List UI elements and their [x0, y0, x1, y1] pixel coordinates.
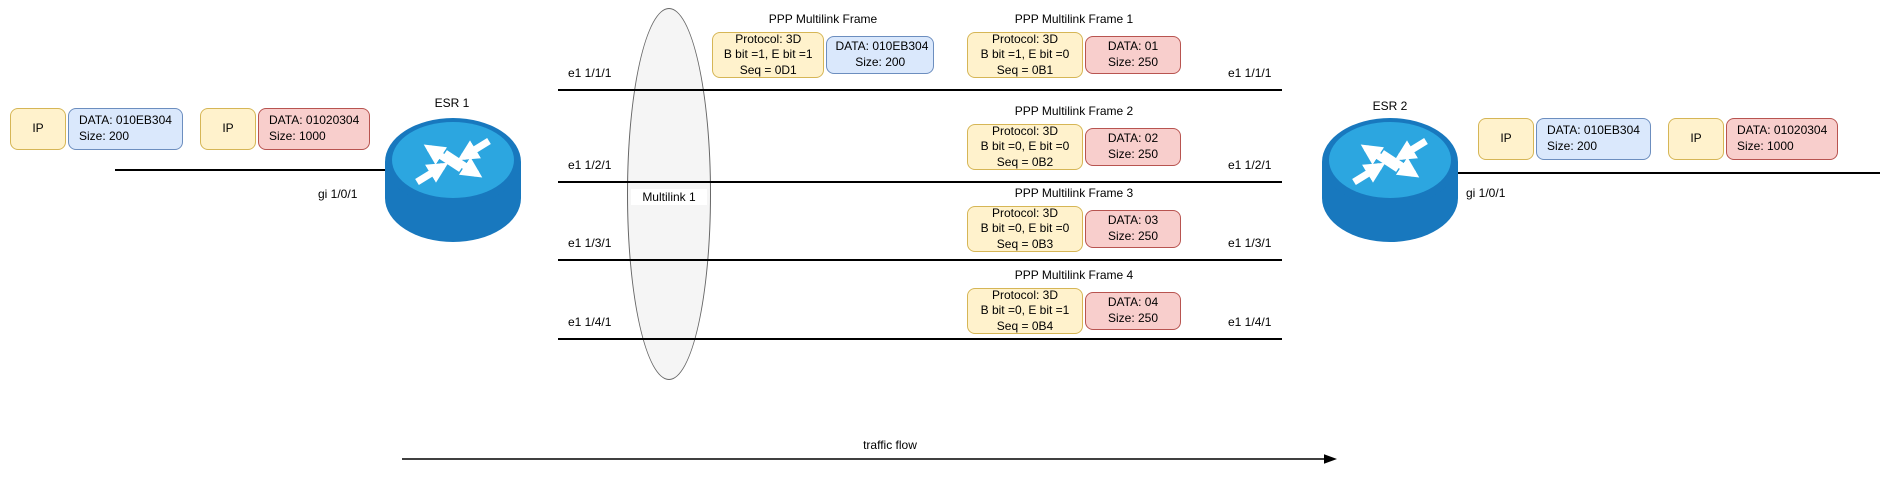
e1-interface-label-left-3: e1 1/3/1 — [568, 236, 612, 250]
frame-header-box: Protocol: 3D B bit =0, E bit =0 Seq = 0B… — [967, 124, 1083, 170]
frame-data-box: DATA: 04 Size: 250 — [1085, 292, 1181, 330]
frame-size-value: Size: 250 — [1107, 55, 1159, 69]
packet-data-value: DATA: 010EB304 — [1547, 123, 1640, 138]
frame-data-value: DATA: 010EB304 — [835, 39, 929, 54]
e1-interface-label-right-3: e1 1/3/1 — [1228, 236, 1272, 250]
frame-flags: B bit =0, E bit =1 — [980, 303, 1070, 318]
frame-seq: Seq = 0B1 — [996, 62, 1054, 77]
frame-header-box: Protocol: 3D B bit =1, E bit =0 Seq = 0B… — [967, 32, 1083, 78]
frame-data-box: DATA: 03 Size: 250 — [1085, 210, 1181, 248]
egress-packet-1: IP DATA: 010EB304 Size: 200 — [1478, 118, 1651, 160]
ip-header-label: IP — [1500, 131, 1512, 146]
traffic-flow-label: traffic flow — [863, 438, 917, 452]
ppp-frame-3: PPP Multilink Frame 3 Protocol: 3D B bit… — [966, 186, 1182, 252]
ip-header-box: IP — [10, 108, 66, 150]
frame-size-value: Size: 200 — [855, 55, 906, 69]
frame-protocol: Protocol: 3D — [991, 31, 1059, 46]
member-link-line-2 — [558, 181, 1282, 183]
frame-data-box: DATA: 02 Size: 250 — [1085, 128, 1181, 166]
esr2-wan-link-line — [1398, 172, 1880, 174]
egress-packet-2: IP DATA: 01020304 Size: 1000 — [1668, 118, 1839, 160]
e1-interface-label-left-4: e1 1/4/1 — [568, 315, 612, 329]
ppp-frame-unfragmented: PPP Multilink Frame Protocol: 3D B bit =… — [712, 12, 934, 78]
packet-data-box: DATA: 010EB304 Size: 200 — [1536, 118, 1651, 160]
frame-seq: Seq = 0B3 — [996, 236, 1054, 251]
router-icon-esr2 — [1322, 118, 1458, 242]
frame-data-value: DATA: 01 — [1107, 39, 1159, 54]
member-link-line-4 — [558, 338, 1282, 340]
frame-seq: Seq = 0D1 — [739, 62, 797, 77]
frame-data-value: DATA: 02 — [1107, 131, 1159, 146]
multilink-bundle-label: Multilink 1 — [631, 189, 707, 205]
frame-header-box: Protocol: 3D B bit =1, E bit =1 Seq = 0D… — [712, 31, 825, 78]
ip-header-box: IP — [200, 108, 256, 150]
packet-size-value: Size: 1000 — [269, 129, 326, 143]
member-link-line-3 — [558, 259, 1282, 261]
ip-header-label: IP — [32, 121, 44, 136]
e1-interface-label-left-1: e1 1/1/1 — [568, 66, 612, 80]
frame-size-value: Size: 250 — [1107, 229, 1159, 243]
frame-header-box: Protocol: 3D B bit =0, E bit =0 Seq = 0B… — [967, 206, 1083, 252]
frame-protocol: Protocol: 3D — [735, 31, 802, 46]
router-icon-esr1 — [385, 118, 521, 242]
frame-seq: Seq = 0B2 — [996, 154, 1054, 169]
ppp-frame-4: PPP Multilink Frame 4 Protocol: 3D B bit… — [966, 268, 1182, 334]
member-link-line-1 — [558, 89, 1282, 91]
esr1-wan-link-line — [115, 169, 450, 171]
frame-protocol: Protocol: 3D — [991, 205, 1059, 220]
ip-header-box: IP — [1478, 118, 1534, 160]
ingress-packet-1: IP DATA: 010EB304 Size: 200 — [10, 108, 183, 150]
frame-seq: Seq = 0B4 — [996, 318, 1054, 333]
frame-flags: B bit =0, E bit =0 — [980, 139, 1070, 154]
e1-interface-label-right-2: e1 1/2/1 — [1228, 158, 1272, 172]
packet-data-box: DATA: 01020304 Size: 1000 — [258, 108, 371, 150]
packet-data-box: DATA: 01020304 Size: 1000 — [1726, 118, 1839, 160]
frame-title: PPP Multilink Frame 1 — [1014, 12, 1134, 26]
frame-flags: B bit =1, E bit =0 — [980, 47, 1070, 62]
packet-size-value: Size: 200 — [1547, 139, 1598, 153]
esr1-wan-interface-label: gi 1/0/1 — [318, 187, 358, 201]
e1-interface-label-left-2: e1 1/2/1 — [568, 158, 612, 172]
ppp-frame-2: PPP Multilink Frame 2 Protocol: 3D B bit… — [966, 104, 1182, 170]
frame-flags: B bit =1, E bit =1 — [723, 47, 813, 62]
frame-data-value: DATA: 03 — [1107, 213, 1159, 228]
ip-header-box: IP — [1668, 118, 1724, 160]
frame-title: PPP Multilink Frame 3 — [1014, 186, 1134, 200]
frame-size-value: Size: 250 — [1107, 147, 1159, 161]
frame-header-box: Protocol: 3D B bit =0, E bit =1 Seq = 0B… — [967, 288, 1083, 334]
esr2-wan-interface-label: gi 1/0/1 — [1466, 186, 1506, 200]
packet-data-value: DATA: 010EB304 — [79, 113, 172, 128]
frame-protocol: Protocol: 3D — [991, 123, 1059, 138]
ip-header-label: IP — [222, 121, 234, 136]
ip-header-label: IP — [1690, 131, 1702, 146]
e1-interface-label-right-1: e1 1/1/1 — [1228, 66, 1272, 80]
e1-interface-label-right-4: e1 1/4/1 — [1228, 315, 1272, 329]
packet-size-value: Size: 200 — [79, 129, 130, 143]
packet-data-value: DATA: 01020304 — [269, 113, 360, 128]
frame-title: PPP Multilink Frame 2 — [1014, 104, 1134, 118]
esr2-name-label: ESR 2 — [1372, 99, 1408, 113]
esr1-name-label: ESR 1 — [434, 96, 470, 110]
frame-data-box: DATA: 010EB304 Size: 200 — [826, 36, 934, 74]
packet-size-value: Size: 1000 — [1737, 139, 1794, 153]
frame-protocol: Protocol: 3D — [991, 287, 1059, 302]
ingress-packet-2: IP DATA: 01020304 Size: 1000 — [200, 108, 371, 150]
traffic-flow-arrow — [402, 454, 1337, 464]
packet-data-value: DATA: 01020304 — [1737, 123, 1828, 138]
frame-title: PPP Multilink Frame — [768, 12, 878, 26]
ppp-frame-1: PPP Multilink Frame 1 Protocol: 3D B bit… — [966, 12, 1182, 78]
frame-title: PPP Multilink Frame 4 — [1014, 268, 1134, 282]
frame-flags: B bit =0, E bit =0 — [980, 221, 1070, 236]
frame-data-value: DATA: 04 — [1107, 295, 1159, 310]
packet-data-box: DATA: 010EB304 Size: 200 — [68, 108, 183, 150]
frame-size-value: Size: 250 — [1107, 311, 1159, 325]
frame-data-box: DATA: 01 Size: 250 — [1085, 36, 1181, 74]
